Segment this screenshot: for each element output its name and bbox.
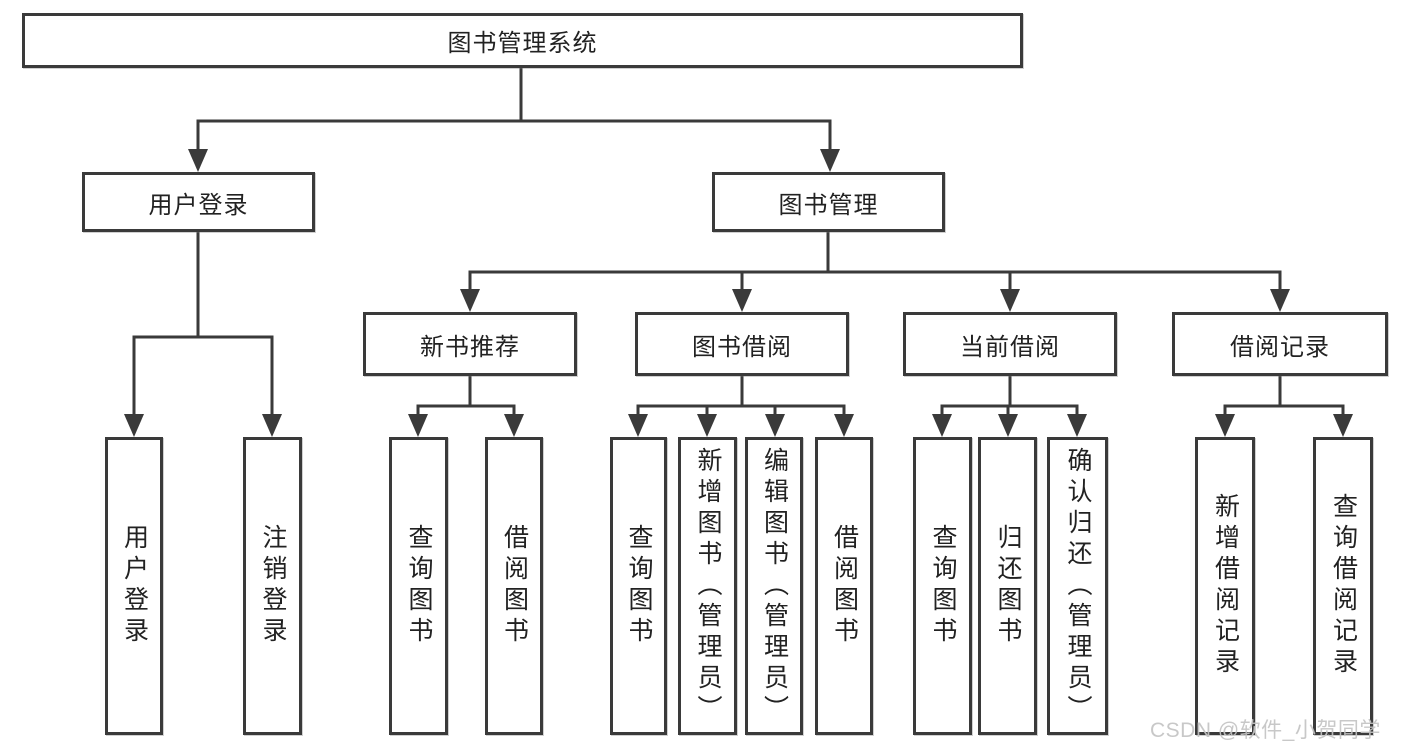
- node-label: 确认归还（管理员）: [1064, 446, 1092, 726]
- node-book-management: 图书管理: [712, 172, 945, 232]
- node-label: 编辑图书（管理员）: [760, 446, 789, 726]
- node-label: 新增图书（管理员）: [694, 446, 722, 726]
- watermark: CSDN @软件_小贺同学: [1150, 719, 1381, 742]
- node-leaf-query-books-borrow: 查询图书: [610, 437, 667, 735]
- arrowhead-icon: [765, 414, 785, 437]
- node-root: 图书管理系统: [22, 13, 1023, 68]
- node-label: 图书借阅: [692, 333, 792, 361]
- arrowhead-icon: [834, 414, 854, 437]
- node-leaf-confirm-return-admin: 确认归还（管理员）: [1047, 437, 1108, 735]
- node-leaf-query-borrow-record: 查询借阅记录: [1313, 437, 1373, 735]
- arrowhead-icon: [1333, 414, 1353, 437]
- node-label: 借阅图书: [830, 524, 859, 648]
- node-leaf-query-books-current: 查询图书: [913, 437, 972, 735]
- arrowhead-icon: [998, 414, 1018, 437]
- node-label: 查询借阅记录: [1329, 493, 1358, 679]
- connector-line: [468, 270, 1282, 291]
- connector-line: [416, 404, 516, 416]
- node-label: 借阅图书: [500, 524, 529, 648]
- node-label: 用户登录: [148, 191, 249, 219]
- arrowhead-icon: [188, 149, 208, 172]
- node-label: 查询图书: [405, 524, 433, 648]
- connector-line: [636, 404, 846, 416]
- node-user-login: 用户登录: [82, 172, 315, 232]
- node-label: 注销登录: [259, 524, 287, 648]
- node-label: 当前借阅: [960, 333, 1060, 361]
- node-root-label: 图书管理系统: [447, 30, 598, 57]
- node-leaf-logout: 注销登录: [243, 437, 302, 735]
- node-label: 查询图书: [929, 524, 957, 648]
- node-leaf-return-book: 归还图书: [978, 437, 1037, 735]
- node-label: 归还图书: [994, 524, 1022, 648]
- connector-line: [132, 335, 274, 416]
- arrowhead-icon: [697, 414, 717, 437]
- arrowhead-icon: [504, 414, 524, 437]
- connector-line: [196, 119, 832, 150]
- arrowhead-icon: [408, 414, 428, 437]
- arrowhead-icon: [1215, 414, 1235, 437]
- node-label: 新增借阅记录: [1211, 493, 1240, 679]
- node-leaf-borrow-books-recommend: 借阅图书: [485, 437, 543, 735]
- arrowhead-icon: [820, 149, 840, 172]
- node-leaf-add-borrow-record: 新增借阅记录: [1195, 437, 1255, 735]
- node-leaf-edit-book-admin: 编辑图书（管理员）: [745, 437, 803, 735]
- node-new-book-recommend: 新书推荐: [363, 312, 577, 376]
- arrowhead-icon: [124, 414, 144, 437]
- node-leaf-user-login: 用户登录: [105, 437, 163, 735]
- arrowhead-icon: [460, 289, 480, 312]
- node-label: 图书管理: [778, 191, 879, 219]
- arrowhead-icon: [932, 414, 952, 437]
- connector-line: [1223, 404, 1345, 416]
- arrowhead-icon: [1067, 414, 1087, 437]
- node-label: 新书推荐: [420, 333, 520, 361]
- node-leaf-query-books-recommend: 查询图书: [389, 437, 448, 735]
- node-leaf-borrow-books: 借阅图书: [815, 437, 873, 735]
- node-label: 用户登录: [120, 524, 149, 648]
- arrowhead-icon: [732, 289, 752, 312]
- node-label: 查询图书: [625, 524, 653, 648]
- arrowheads: [124, 149, 1353, 437]
- node-borrow-records: 借阅记录: [1172, 312, 1388, 376]
- arrowhead-icon: [1270, 289, 1290, 312]
- node-book-borrow: 图书借阅: [635, 312, 849, 376]
- node-current-borrow: 当前借阅: [903, 312, 1117, 376]
- node-label: 借阅记录: [1230, 333, 1330, 361]
- connector-lines: [132, 66, 1345, 416]
- node-leaf-add-book-admin: 新增图书（管理员）: [678, 437, 737, 735]
- arrowhead-icon: [628, 414, 648, 437]
- arrowhead-icon: [1000, 289, 1020, 312]
- arrowhead-icon: [262, 414, 282, 437]
